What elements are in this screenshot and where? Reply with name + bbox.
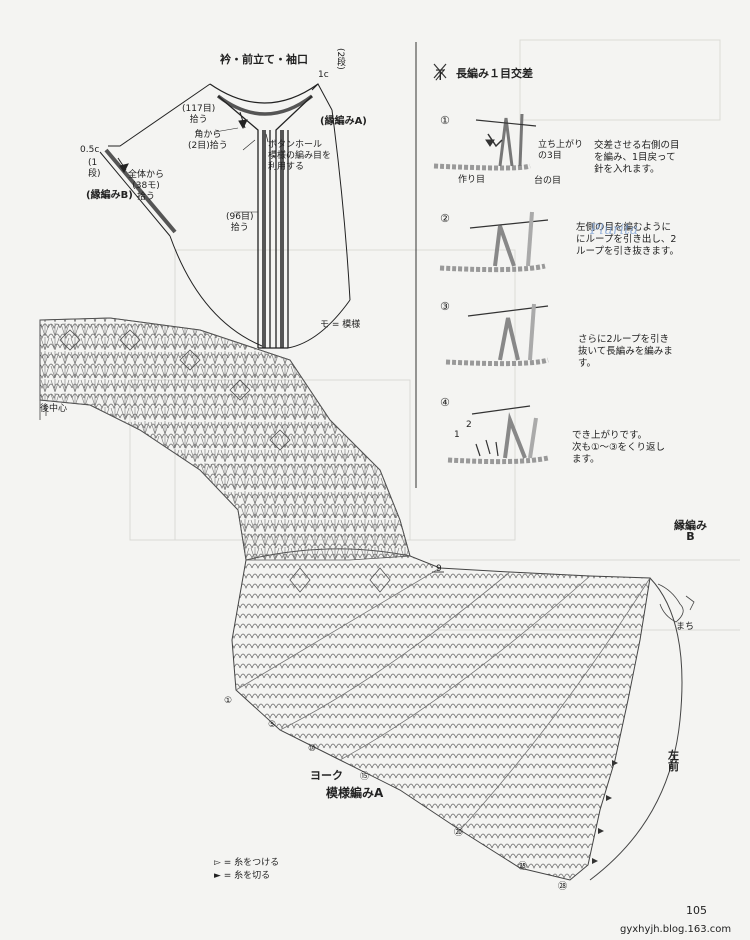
collar-legend-mo: モ = 模様: [320, 320, 361, 330]
collar-pick-117: (117目) 拾う: [182, 104, 216, 125]
step4-loop-1: 1: [454, 430, 460, 440]
row-mark-1: ①: [224, 696, 233, 706]
collar-pick-96: (96目) 拾う: [226, 212, 254, 233]
yoke-nine: 9: [436, 564, 442, 574]
yoke-chart: [39, 317, 695, 881]
collar-top-rows: (2段): [335, 48, 345, 70]
yoke-edge-b: 縁編み B: [674, 519, 707, 543]
svg-text:Ⱦ: Ⱦ: [435, 68, 446, 84]
yoke-label: ヨーク: [310, 769, 343, 782]
page-number: 105: [686, 904, 707, 917]
yoke-pattern-a: 模様編みA: [326, 786, 384, 800]
technique-drawings: Ⱦ: [433, 63, 549, 465]
collar-left-size: 0.5c: [80, 145, 100, 155]
collar-title: 衿・前立て・袖口: [220, 53, 308, 66]
step-2-text: 左側の目を編むように にループを引き出し、2 ループを引き抜きます。: [576, 222, 679, 257]
step-4-number: ④: [440, 396, 450, 409]
collar-top-size: 1c: [318, 70, 329, 80]
step-1-text: 交差させる右側の目 を編み、1目戻って 針を入れます。: [594, 140, 680, 175]
collar-buttonhole-note: ボタンホール 模様の編み目を 利用する: [268, 140, 332, 172]
collar-edge-a: (縁編みA): [320, 116, 367, 127]
row-mark-5: ⑤: [268, 720, 277, 730]
yoke-back-center: 後中心: [40, 404, 68, 414]
step1-label-up: 立ち上がり の3目: [538, 140, 584, 161]
row-mark-28: ㉘: [558, 882, 568, 892]
step-2-number: ②: [440, 212, 450, 225]
step-3-number: ③: [440, 300, 450, 313]
step-4-text: でき上がりです。 次も①～③をくり返し ます。: [572, 430, 666, 465]
yoke-machi: まち: [676, 622, 695, 632]
step-3-text: さらに2ループを引き 抜いて長編みを編みま す。: [578, 334, 673, 369]
legend-attach-yarn: ▻ = 糸をつける: [214, 858, 280, 868]
step-1-number: ①: [440, 114, 450, 127]
row-mark-25: ㉕: [518, 862, 528, 872]
collar-whole-pick: 全体から (38モ) 拾う: [128, 170, 165, 202]
legend-cut-yarn: ► = 糸を切る: [214, 871, 271, 881]
collar-edge-b: (縁編みB): [86, 190, 133, 201]
row-mark-10: ⑩: [308, 744, 317, 754]
row-mark-20: ⑳: [454, 828, 464, 838]
step4-loop-2: 2: [466, 420, 472, 430]
step1-label-stand: 台の目: [534, 176, 562, 186]
blog-url: gyxhyjh.blog.163.com: [620, 924, 732, 935]
technique-title: 長編み１目交差: [456, 67, 533, 80]
collar-diagram: [99, 83, 351, 349]
watermark-logo: Plurita: [590, 222, 639, 238]
collar-left-rows: (1 段): [88, 158, 101, 179]
yoke-left-front: 左 前: [668, 749, 679, 773]
row-mark-15: ⑮: [360, 772, 370, 782]
step1-label-base: 作り目: [458, 175, 486, 185]
collar-corner-pick: 角から (2目)拾う: [188, 130, 228, 151]
